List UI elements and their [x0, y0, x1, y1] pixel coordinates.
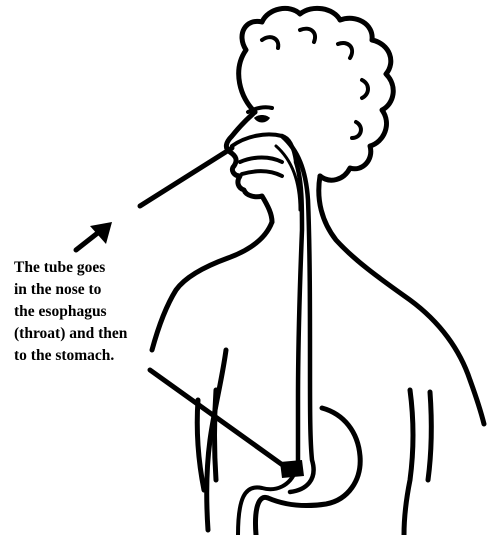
caption-line-3: the esophagus	[14, 301, 179, 323]
hair-curl-4	[362, 80, 368, 98]
right-arm-line	[404, 390, 413, 535]
stomach	[256, 408, 361, 535]
eye	[254, 115, 270, 123]
caption-line-5: to the stomach.	[14, 345, 179, 367]
mouth-lower	[242, 171, 282, 176]
neck-back	[319, 176, 484, 424]
hair-curl-1	[262, 37, 278, 48]
face-profile	[226, 112, 272, 222]
caption-line-4: (throat) and then	[14, 323, 179, 345]
caption-line-2: in the nose to	[14, 279, 179, 301]
caption-line-1: The tube goes	[14, 257, 179, 279]
right-side-line	[428, 392, 431, 480]
nose-pointer-line	[140, 148, 232, 206]
hair-curl-5	[352, 122, 361, 138]
hair-curl-3	[338, 43, 352, 58]
diagram-caption: The tube goes in the nose to the esophag…	[14, 257, 179, 367]
mouth-upper	[240, 158, 282, 163]
left-arm-inner	[215, 390, 217, 480]
hair-curl-2	[300, 29, 315, 42]
up-arrow-head-icon	[90, 222, 112, 244]
torso-left	[197, 400, 204, 490]
